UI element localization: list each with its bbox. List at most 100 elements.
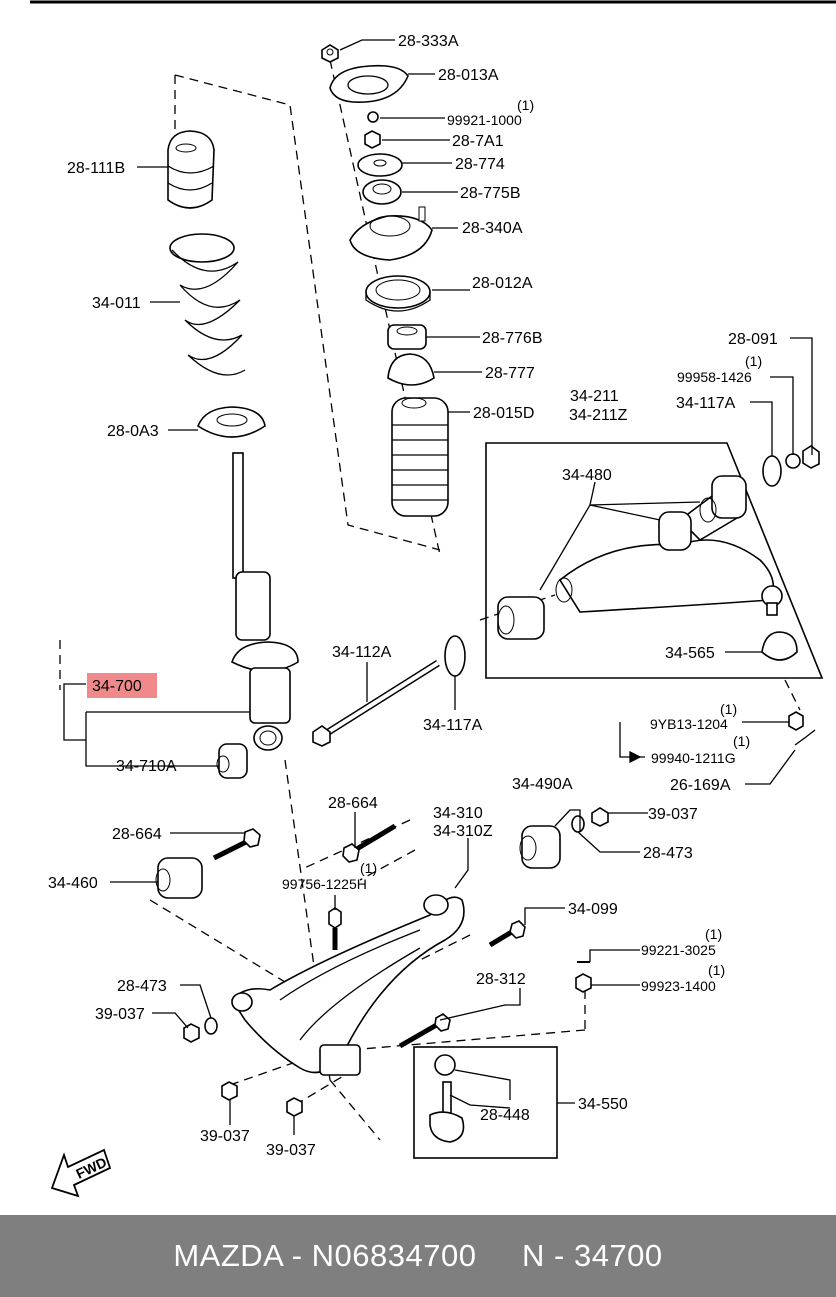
label-9YB13-1204-qty: (1) — [720, 701, 737, 717]
label-28-7A1: 28-7A1 — [452, 133, 504, 150]
part-34-117A-lower-shape — [444, 635, 466, 677]
label-39-037-upper: 39-037 — [648, 806, 698, 823]
part-34-460-shape — [155, 857, 203, 899]
part-39-037-left-shape — [183, 1023, 200, 1043]
part-34-310-shape — [231, 894, 465, 1076]
part-28-473-upper-shape — [571, 815, 585, 833]
label-99958-1426-qty: (1) — [745, 353, 762, 369]
label-34-310: 34-310 — [433, 805, 483, 822]
part-99923-1400-shape — [575, 973, 592, 993]
part-34-710A-shape — [216, 743, 248, 779]
label-99940-1211G-qty: (1) — [733, 733, 750, 749]
label-28-0A3: 28-0A3 — [107, 423, 159, 440]
part-26-169A-shape — [794, 729, 816, 746]
label-28-776B: 28-776B — [482, 330, 543, 347]
part-28-776B-shape — [387, 324, 427, 350]
label-34-112A: 34-112A — [332, 644, 392, 661]
label-99756-1225H-qty: (1) — [360, 860, 377, 876]
label-28-664-upper: 28-664 — [328, 795, 378, 812]
part-28-664-upper-shape — [342, 823, 397, 863]
label-34-550: 34-550 — [578, 1096, 628, 1113]
label-34-211Z: 34-211Z — [569, 407, 628, 424]
label-34-460: 34-460 — [48, 875, 98, 892]
label-28-775B: 28-775B — [460, 185, 521, 202]
label-28-012A: 28-012A — [472, 275, 533, 292]
label-99923-1400-qty: (1) — [708, 962, 725, 978]
label-28-111B: 28-111B — [67, 160, 125, 177]
label-28-774: 28-774 — [455, 156, 505, 173]
label-34-011: 34-011 — [92, 295, 141, 312]
label-28-340A: 28-340A — [462, 220, 523, 237]
part-39-037-bottom-left-shape — [221, 1081, 238, 1101]
part-labels: 28-333A 28-013A (1) 99921-1000 28-7A1 28… — [48, 33, 778, 1159]
parts-diagram: FWD — [30, 0, 836, 1198]
label-99221-3025-qty: (1) — [705, 926, 722, 942]
part-9YB13-1204-shape — [788, 711, 804, 731]
label-28-473-upper: 28-473 — [643, 845, 693, 862]
part-34-490A-shape — [519, 825, 561, 869]
label-34-211: 34-211 — [570, 388, 619, 405]
label-99958-1426: 99958-1426 — [677, 369, 752, 385]
upper-arm-group-box — [485, 442, 824, 679]
highlight-34-700 — [87, 673, 157, 698]
part-28-340A-shape — [349, 206, 433, 261]
fwd-arrow-icon: FWD — [50, 1148, 112, 1198]
label-28-448: 28-448 — [480, 1107, 530, 1124]
part-28-7A1-shape — [364, 130, 381, 149]
label-28-013A: 28-013A — [438, 67, 499, 84]
label-39-037-bottom-mid: 39-037 — [266, 1142, 316, 1159]
label-39-037-left: 39-037 — [95, 1006, 145, 1023]
part-34-099-shape — [488, 920, 526, 948]
label-34-565: 34-565 — [665, 645, 715, 662]
label-28-015D: 28-015D — [473, 405, 534, 422]
label-99756-1225H: 99756-1225H — [282, 876, 367, 892]
part-34-700-shape — [231, 452, 299, 751]
label-99923-1400: 99923-1400 — [641, 978, 716, 994]
part-28-013A-shape — [329, 64, 409, 104]
part-28-015D-shape — [391, 397, 449, 517]
label-28-091: 28-091 — [728, 331, 778, 348]
label-28-473-left: 28-473 — [117, 978, 167, 995]
label-28-664-lower: 28-664 — [112, 826, 162, 843]
part-28-774-shape — [357, 153, 403, 177]
part-28-473-left-shape — [204, 1017, 218, 1035]
footer-bar: MAZDA - N06834700 N - 34700 — [0, 1215, 836, 1297]
label-99921-1000-qty: (1) — [517, 97, 534, 113]
part-34-117A-upper-shape — [762, 445, 820, 487]
part-28-777-shape — [387, 353, 435, 386]
label-99221-3025: 99221-3025 — [641, 942, 716, 958]
part-34-112A-shape — [312, 660, 440, 747]
part-28-664-lower-shape — [212, 828, 261, 861]
label-39-037-bottom-left: 39-037 — [200, 1128, 250, 1145]
label-34-117A-upper: 34-117A — [676, 395, 736, 412]
label-34-310Z: 34-310Z — [433, 823, 493, 840]
label-34-700: 34-700 — [92, 678, 142, 695]
label-26-169A: 26-169A — [670, 777, 731, 794]
part-39-037-bottom-mid-shape — [286, 1097, 303, 1117]
label-28-312: 28-312 — [476, 971, 526, 988]
part-99921-1000-shape — [367, 111, 379, 123]
leader-lines — [63, 39, 813, 1135]
part-34-211-shape — [558, 489, 783, 616]
label-34-490A: 34-490A — [512, 776, 573, 793]
label-34-710A: 34-710A — [116, 758, 177, 775]
part-28-333A-shape — [321, 44, 339, 63]
part-34-565-shape — [761, 631, 798, 661]
part-34-011-shape — [169, 233, 246, 376]
part-28-012A-shape — [365, 275, 431, 312]
footer-part-number: MAZDA - N06834700 N - 34700 — [173, 1238, 663, 1273]
part-28-111B-shape — [167, 130, 215, 209]
label-34-117A-lower: 34-117A — [423, 717, 483, 734]
label-34-099: 34-099 — [568, 901, 618, 918]
label-34-480: 34-480 — [562, 467, 612, 484]
part-28-775B-shape — [362, 179, 402, 205]
label-9YB13-1204: 9YB13-1204 — [650, 716, 728, 732]
label-28-333A: 28-333A — [398, 33, 459, 50]
part-99756-1225H-shape — [328, 907, 342, 950]
part-34-480-shape — [497, 475, 747, 640]
label-28-777: 28-777 — [485, 365, 535, 382]
label-99921-1000: 99921-1000 — [447, 112, 522, 128]
part-28-0A3-shape — [197, 406, 266, 438]
part-39-037-upper-shape — [591, 807, 609, 827]
label-99940-1211G: 99940-1211G — [651, 750, 736, 766]
